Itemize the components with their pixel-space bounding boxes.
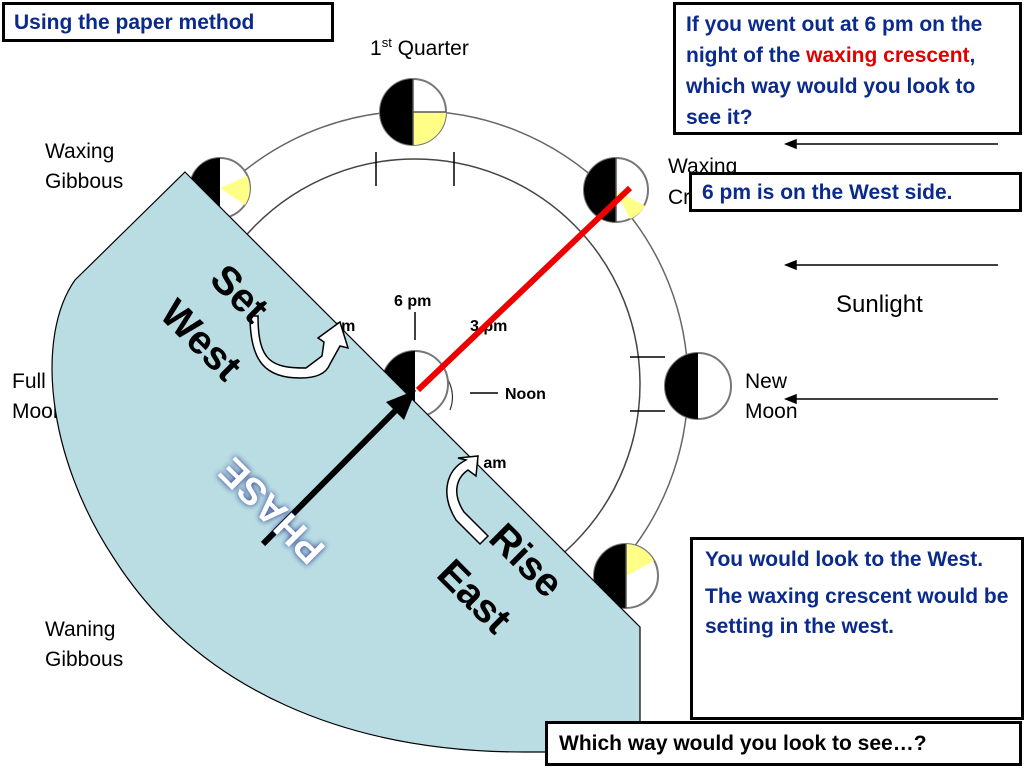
prompt-text: Which way would you look to see…? [559,732,927,755]
question-highlight: waxing crescent [806,44,970,67]
time-6pm: 6 pm [394,293,431,310]
question-box: If you went out at 6 pm on the night of … [673,2,1022,135]
moon-new [664,352,732,420]
slide-title: Using the paper method [2,2,334,42]
orbit-ticks [375,152,665,412]
sight-line [415,185,633,393]
question-text-2: , which way would you look to see it? [686,44,976,129]
sunlight-arrows [783,138,998,405]
sunlight-label: Sunlight [836,291,923,318]
hint-box: 6 pm is on the West side. [689,172,1022,212]
label-first-quarter: 1st Quarter [370,35,469,60]
slide-title-text: Using the paper method [14,11,255,34]
label-waning-gibbous-1: Waning [45,618,115,641]
rise-arrow [446,455,490,546]
set-arrow [249,315,350,379]
label-waning-gibbous-2: Gibbous [45,648,123,671]
label-waxing-gibbous-2: Gibbous [45,170,123,193]
horizon-overlay: Set West Rise East PHASE PHASE [51,171,641,753]
label-waxing-gibbous-1: Waxing [45,140,114,163]
question-text-1: If you went out at 6 pm on the night of … [686,13,983,67]
label-full-moon-1: Full [12,370,46,393]
answer-box: You would look to the West. The waxing c… [690,537,1024,720]
answer-line-1: You would look to the West. [705,548,984,571]
label-full-moon-2: Moon [12,400,65,423]
label-new-moon-2: Moon [745,400,798,423]
moon-first-quarter [379,78,447,146]
rotation-arrow [447,379,454,411]
answer-line-2: The waxing crescent would be setting in … [705,585,1009,638]
hint-text: 6 pm is on the West side. [702,181,953,204]
time-noon: Noon [505,386,546,403]
label-new-moon-1: New [745,370,788,393]
prompt-box: Which way would you look to see…? [545,721,1022,766]
moon-waxing-crescent [583,157,649,223]
